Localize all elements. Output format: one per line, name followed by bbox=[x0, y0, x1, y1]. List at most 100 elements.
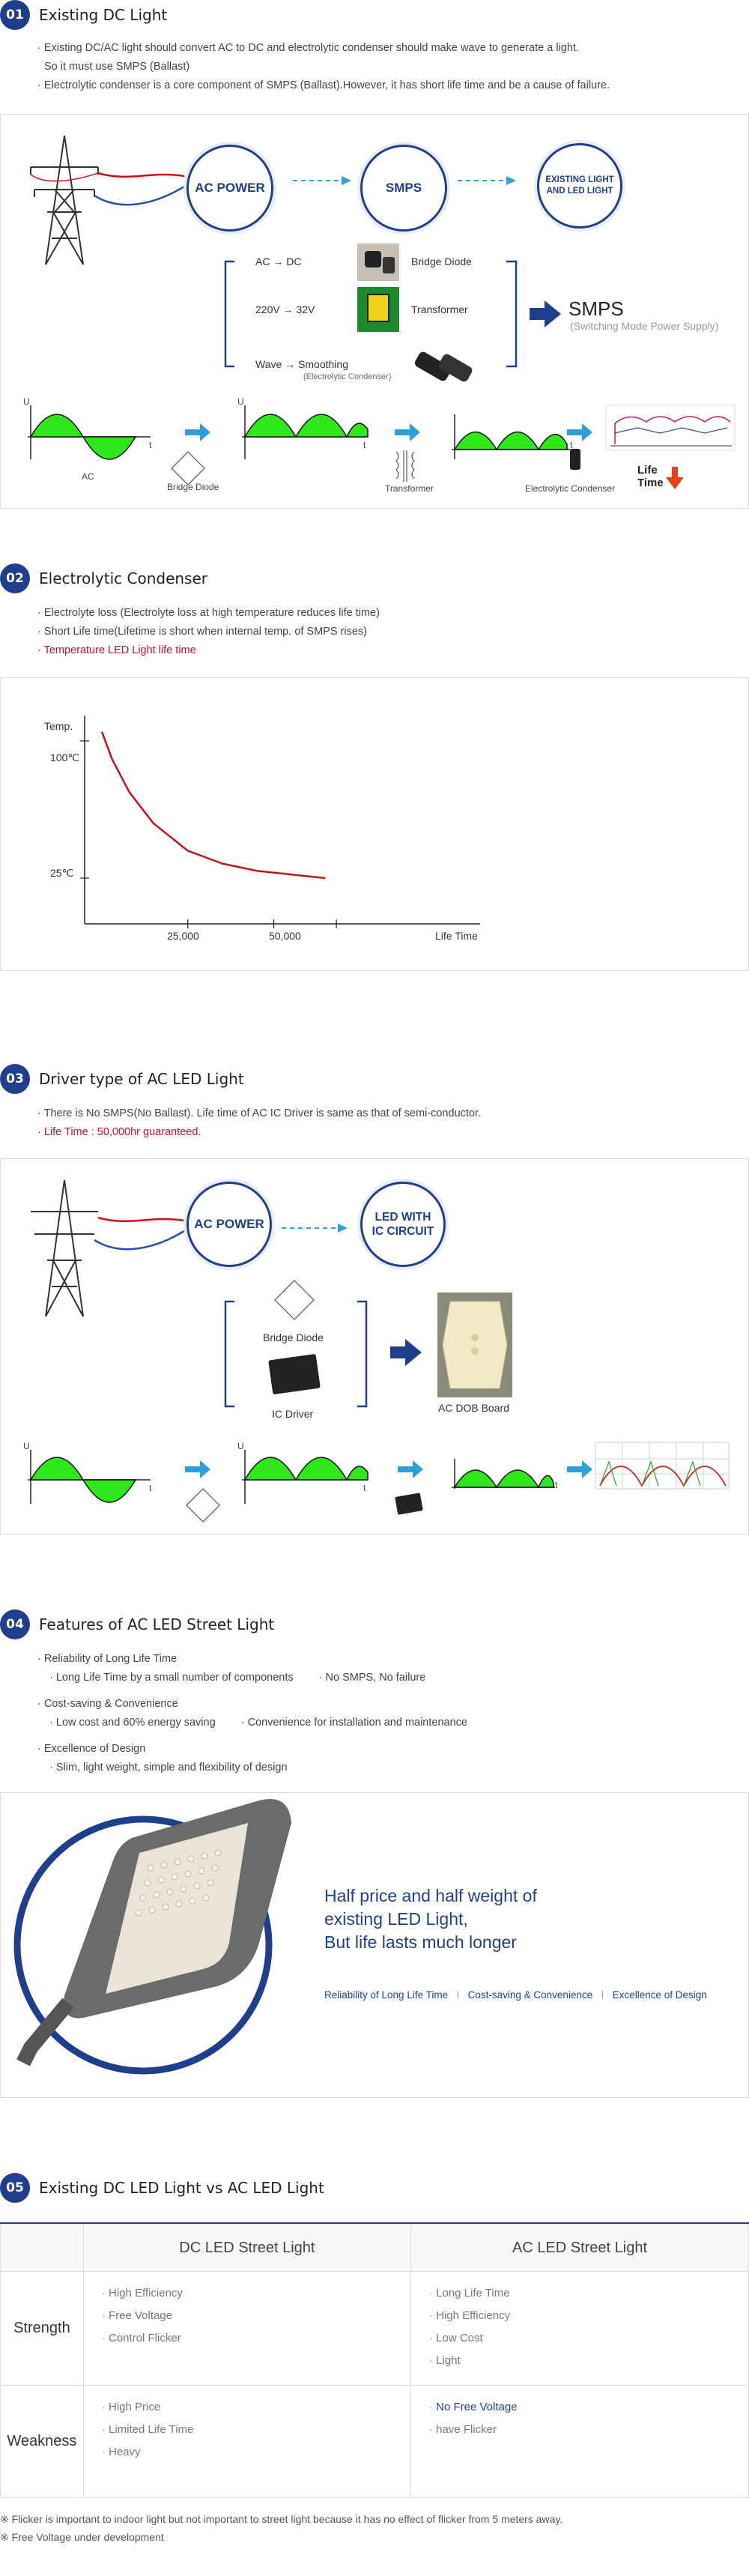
col-ac: AC LED Street Light bbox=[410, 2224, 749, 2272]
feature-head: Excellence of Design bbox=[37, 1740, 467, 1759]
axis-t: t bbox=[363, 1483, 366, 1493]
step-ac-dc: AC → DC bbox=[255, 256, 302, 267]
section-01-bullets: Existing DC/AC light should convert AC t… bbox=[37, 39, 610, 95]
dob-board-photo bbox=[437, 1292, 512, 1397]
dob-board-label: AC DOB Board bbox=[438, 1402, 509, 1414]
section-02-bullets: Electrolyte loss (Electrolyte loss at hi… bbox=[37, 604, 380, 660]
street-light-photo bbox=[13, 1799, 292, 2075]
feature-item: Slim, light weight, simple and flexibili… bbox=[37, 1759, 467, 1777]
pylon-icon bbox=[31, 1179, 98, 1317]
section-05-header: 05 Existing DC LED Light vs AC LED Light bbox=[0, 2173, 324, 2203]
promo-tags: Reliability of Long Life Time l Cost-sav… bbox=[324, 1989, 707, 2001]
section-number: 02 bbox=[0, 563, 30, 593]
footnote: ※ Free Voltage under development bbox=[0, 2531, 164, 2543]
pylon-icon bbox=[30, 135, 99, 265]
pylon-wires bbox=[28, 135, 736, 489]
feature-head: Reliability of Long Life Time bbox=[37, 1650, 467, 1669]
row-head-weakness: Weakness bbox=[0, 2385, 84, 2498]
chart-ytick: 25℃ bbox=[50, 867, 74, 879]
transformer-label: Transformer bbox=[385, 483, 434, 494]
section-number: 04 bbox=[0, 1609, 30, 1639]
section-title: Existing DC Light bbox=[39, 6, 168, 24]
ac-power-circle: AC POWER bbox=[187, 1182, 272, 1267]
section-04-features: Reliability of Long Life Time Long Life … bbox=[37, 1650, 467, 1777]
section-title: Features of AC LED Street Light bbox=[39, 1615, 275, 1633]
axis-t: t bbox=[570, 440, 573, 450]
section-title: Electrolytic Condenser bbox=[39, 569, 207, 587]
section-number: 05 bbox=[0, 2173, 30, 2203]
axis-t: t bbox=[149, 440, 152, 450]
condenser-symbol bbox=[570, 449, 580, 470]
corner-cell bbox=[0, 2224, 84, 2272]
ac-weaknesses: No Free Voltage have Flicker bbox=[410, 2385, 749, 2498]
ic-driver-label: IC Driver bbox=[272, 1408, 314, 1420]
bullet: Short Life time(Lifetime is short when i… bbox=[37, 623, 380, 641]
bullet-highlight: Temperature LED Light life time bbox=[37, 641, 380, 660]
step-voltage: 220V → 32V bbox=[255, 303, 315, 315]
ac-power-circle: AC POWER bbox=[187, 145, 273, 232]
section-04-promo: Half price and half weight of existing L… bbox=[0, 1792, 749, 2098]
axis-u: U bbox=[23, 396, 30, 407]
section-02-header: 02 Electrolytic Condenser bbox=[0, 563, 207, 593]
step-bridge-diode: Bridge Diode bbox=[411, 256, 472, 267]
footnote: ※ Flicker is important to indoor light b… bbox=[0, 2513, 563, 2525]
axis-u: U bbox=[237, 396, 244, 407]
axis-t: t bbox=[555, 1480, 558, 1490]
feature-head: Cost-saving & Convenience bbox=[37, 1695, 467, 1714]
step-transformer: Transformer bbox=[411, 303, 468, 315]
bridge-diode-symbol bbox=[171, 451, 205, 486]
bullet: Electrolyte loss (Electrolyte loss at hi… bbox=[37, 604, 380, 623]
section-04-header: 04 Features of AC LED Street Light bbox=[0, 1609, 274, 1639]
table-row: Strength High Efficiency Free Voltage Co… bbox=[0, 2271, 749, 2386]
bullet: Existing DC/AC light should convert AC t… bbox=[37, 39, 610, 58]
bridge-diode-label: Bridge Diode bbox=[263, 1331, 324, 1343]
step-condenser-note: (Electrolytic Condenser) bbox=[303, 372, 392, 381]
chart-ytick: 100℃ bbox=[50, 752, 80, 764]
bridge-diode-label: Bridge Diode bbox=[167, 482, 219, 492]
table-top-rule bbox=[0, 2222, 749, 2224]
axis-u: U bbox=[23, 1441, 30, 1451]
bridge-diode-symbol bbox=[274, 1280, 315, 1320]
col-dc: DC LED Street Light bbox=[82, 2224, 411, 2272]
section-number: 03 bbox=[0, 1064, 30, 1094]
section-03-bullets: There is No SMPS(No Ballast). Life time … bbox=[37, 1104, 481, 1142]
section-number: 01 bbox=[0, 0, 30, 30]
condenser-label: Electrolytic Condenser bbox=[525, 483, 616, 494]
temperature-lifetime-chart bbox=[80, 716, 480, 928]
section-title: Driver type of AC LED Light bbox=[39, 1070, 244, 1088]
ac-label: AC bbox=[82, 471, 94, 482]
smps-label: SMPS bbox=[568, 297, 624, 320]
section-title: Existing DC LED Light vs AC LED Light bbox=[39, 2179, 324, 2197]
chart-xtick: 25,000 bbox=[167, 930, 199, 942]
ic-driver-chip bbox=[268, 1354, 321, 1394]
bullet: There is No SMPS(No Ballast). Life time … bbox=[37, 1104, 481, 1123]
row-head-strength: Strength bbox=[0, 2271, 84, 2386]
comparison-table: DC LED Street Light AC LED Street Light … bbox=[0, 2224, 749, 2498]
section-03-header: 03 Driver type of AC LED Light bbox=[0, 1064, 244, 1094]
smps-sublabel: (Switching Mode Power Supply) bbox=[570, 320, 719, 332]
table-row: Weakness High Price Limited Life Time He… bbox=[0, 2385, 749, 2498]
chart-ylabel: Temp. bbox=[44, 720, 73, 732]
condenser-photo bbox=[414, 351, 473, 382]
section-01-header: 01 Existing DC Light bbox=[0, 0, 167, 30]
feature-items: Long Life Time by a small number of comp… bbox=[37, 1669, 467, 1687]
smps-circle: SMPS bbox=[360, 145, 447, 232]
chart-xtick: 50,000 bbox=[269, 930, 301, 942]
axis-t: t bbox=[363, 440, 366, 450]
bullet: Electrolytic condenser is a core compone… bbox=[37, 76, 610, 95]
ac-strengths: Long Life Time High Efficiency Low Cost … bbox=[410, 2271, 749, 2386]
axis-u: U bbox=[237, 1441, 244, 1451]
feature-items: Low cost and 60% energy saving Convenien… bbox=[37, 1714, 467, 1732]
dc-strengths: High Efficiency Free Voltage Control Fli… bbox=[82, 2271, 411, 2386]
transformer-symbol bbox=[395, 450, 415, 482]
axis-t: t bbox=[149, 1483, 152, 1493]
bullet-continuation: So it must use SMPS (Ballast) bbox=[44, 61, 190, 73]
bridge-diode-photo bbox=[357, 244, 399, 281]
chart-xlabel: Life Time bbox=[435, 930, 478, 942]
table-header-row: DC LED Street Light AC LED Street Light bbox=[0, 2224, 749, 2272]
